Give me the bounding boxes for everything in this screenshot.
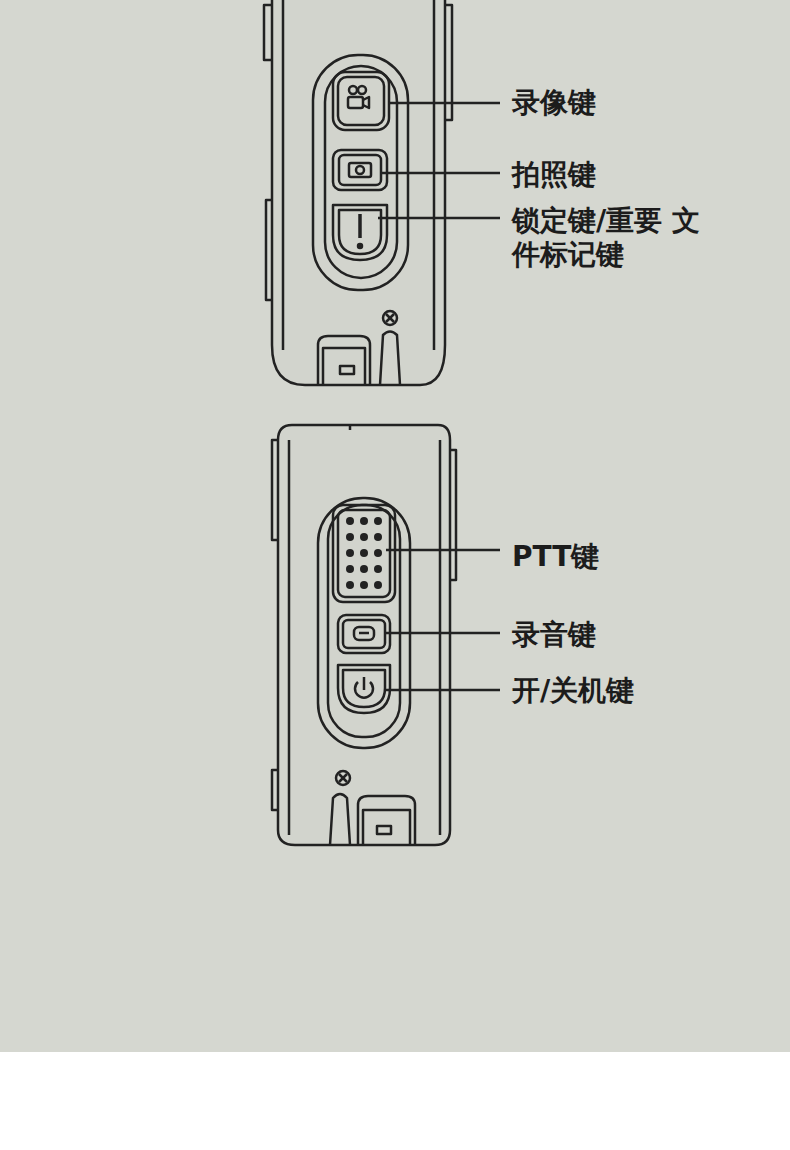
grille-dot <box>346 565 354 573</box>
ptt-grille <box>346 517 382 589</box>
grille-dot <box>374 581 382 589</box>
leader-line <box>382 172 500 175</box>
callout-label: 拍照键 <box>512 158 712 192</box>
grille-dot <box>346 517 354 525</box>
callout-label: 录像键 <box>512 86 712 120</box>
leader-line <box>378 217 500 220</box>
callout-label: 录音键 <box>512 618 712 652</box>
leader-line <box>386 549 500 552</box>
grille-dot <box>374 517 382 525</box>
grille-dot <box>360 533 368 541</box>
leader-line <box>386 689 500 692</box>
leader-line <box>386 632 500 635</box>
grille-dot <box>346 549 354 557</box>
grille-dot <box>346 533 354 541</box>
grille-dot <box>346 581 354 589</box>
grille-dot <box>374 533 382 541</box>
paper-ground <box>0 0 790 1052</box>
bottom-device <box>272 425 456 845</box>
callout-label: 开/关机键 <box>512 674 732 708</box>
callout-label: 锁定键/重要 文件标记键 <box>512 204 712 272</box>
grille-dot <box>360 517 368 525</box>
leader-lines <box>378 103 500 690</box>
top-device <box>264 0 452 385</box>
grille-dot <box>374 565 382 573</box>
grille-dot <box>360 581 368 589</box>
grille-dot <box>360 549 368 557</box>
grille-dot <box>374 549 382 557</box>
leader-line <box>388 102 500 105</box>
callout-label: PTT键 <box>512 540 712 574</box>
grille-dot <box>360 565 368 573</box>
